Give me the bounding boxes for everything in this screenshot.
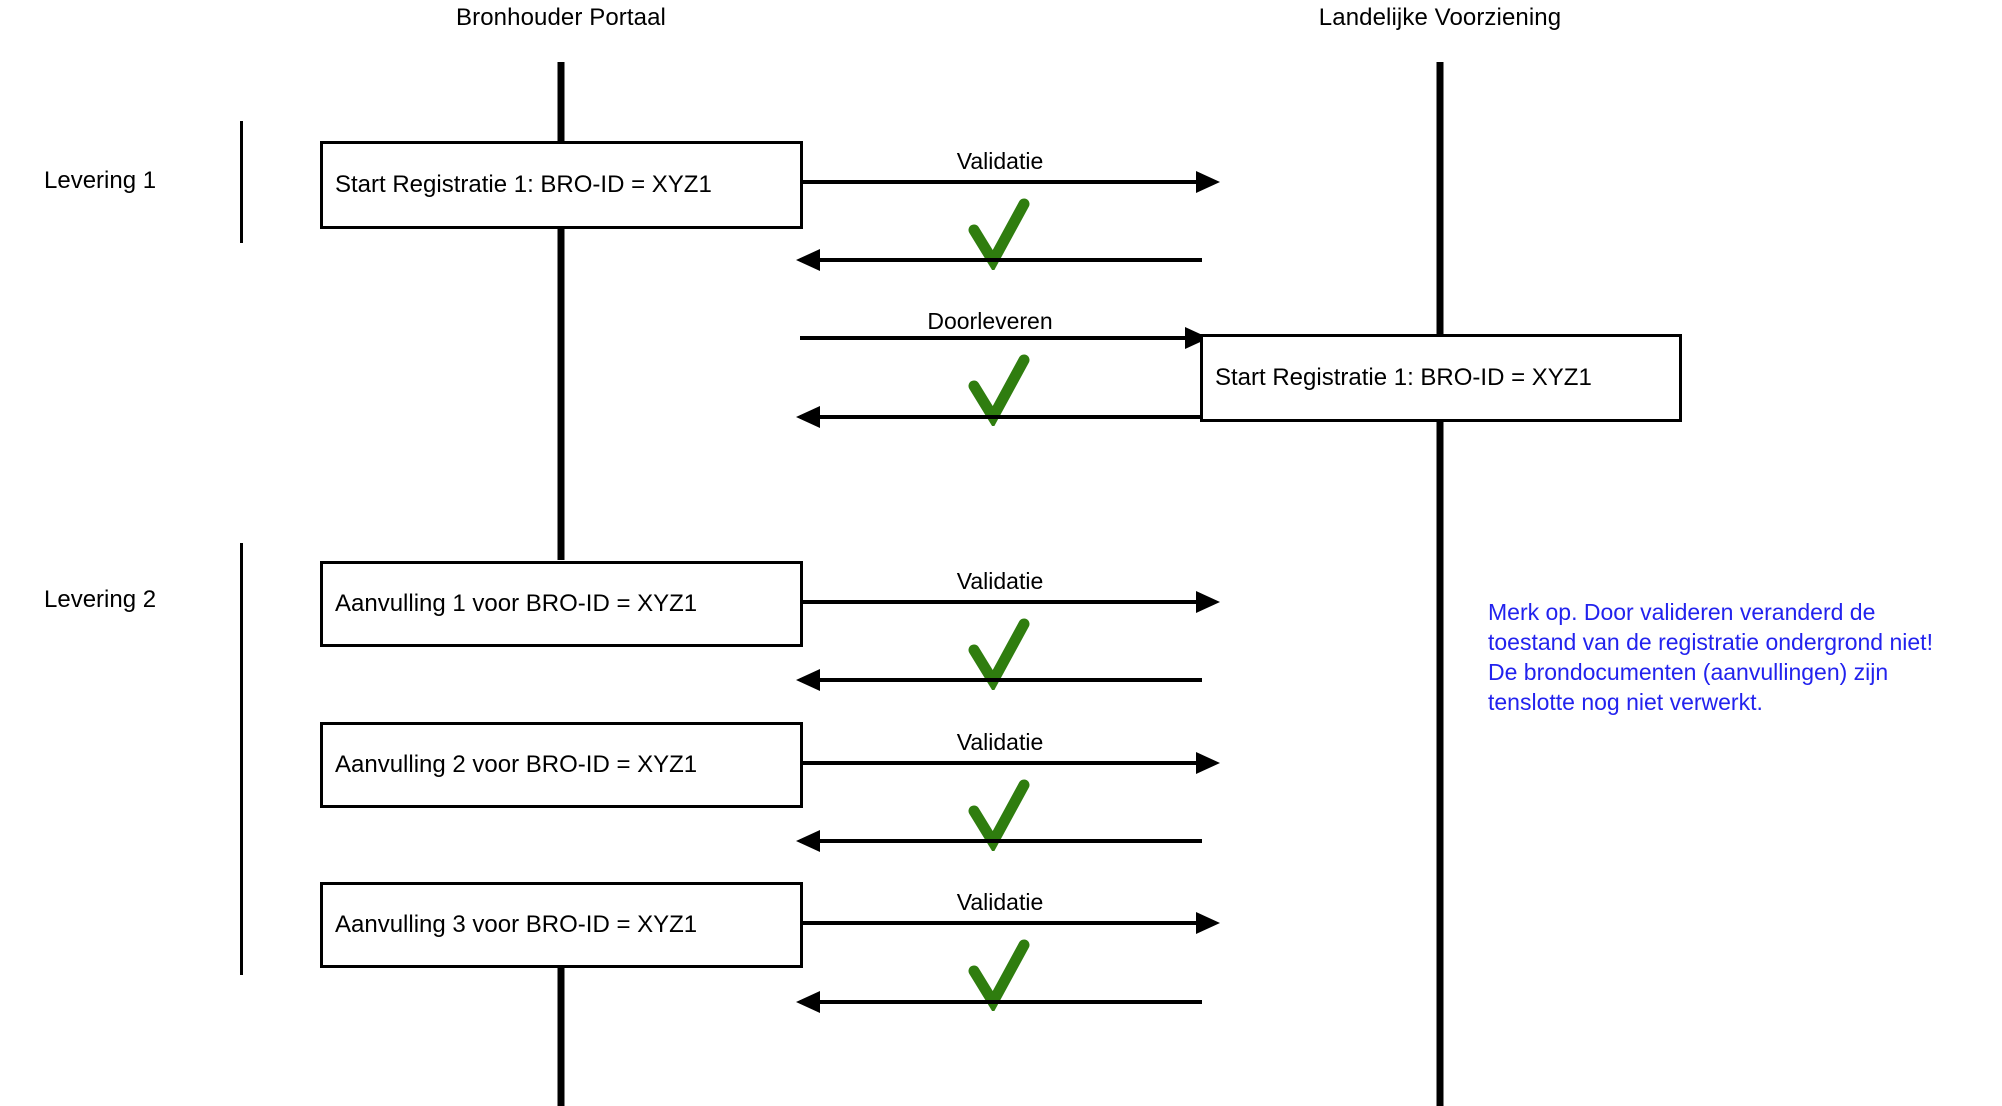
msg-validatie-2-ack-line	[800, 678, 1202, 682]
msg-validatie-4-label: Validatie	[956, 889, 1044, 915]
group-label-levering-1: Levering 1	[44, 167, 157, 194]
box-aanvulling-1[interactable]: Aanvulling 1 voor BRO-ID = XYZ1	[320, 561, 803, 647]
box-aanvulling-1-label: Aanvulling 1 voor BRO-ID = XYZ1	[335, 590, 698, 617]
lifeline-bar-bronhouder-portaal-seg1	[557, 62, 565, 152]
msg-validatie-2-label: Validatie	[956, 568, 1044, 594]
box-start-registratie-lv[interactable]: Start Registratie 1: BRO-ID = XYZ1	[1200, 334, 1682, 422]
msg-validatie-1-line	[803, 180, 1201, 184]
box-start-registratie-lv-label: Start Registratie 1: BRO-ID = XYZ1	[1215, 364, 1592, 391]
box-start-registratie-portaal-label: Start Registratie 1: BRO-ID = XYZ1	[335, 171, 712, 198]
lifeline-bar-bronhouder-portaal-seg4	[557, 942, 565, 1106]
msg-validatie-1-label: Validatie	[956, 148, 1044, 174]
box-start-registratie-portaal[interactable]: Start Registratie 1: BRO-ID = XYZ1	[320, 141, 803, 229]
box-aanvulling-2[interactable]: Aanvulling 2 voor BRO-ID = XYZ1	[320, 722, 803, 808]
msg-doorleveren-label: Doorleveren	[927, 308, 1053, 334]
annotation-note: Merk op. Door valideren veranderd de toe…	[1488, 599, 1933, 715]
msg-validatie-4-line	[803, 921, 1201, 925]
group-bracket-levering-2	[240, 543, 243, 975]
msg-validatie-2-ack-arrowhead-left	[796, 669, 820, 691]
msg-validatie-1-ack-line	[800, 258, 1202, 262]
lifeline-label-landelijke-voorziening: Landelijke Voorziening	[1318, 4, 1562, 31]
msg-doorleveren-line	[800, 336, 1440, 340]
group-bracket-levering-1	[240, 121, 243, 243]
msg-doorleveren-ack-arrowhead-left	[796, 406, 820, 428]
msg-validatie-1-arrowhead-right	[1196, 171, 1220, 193]
msg-validatie-3-label: Validatie	[956, 729, 1044, 755]
lifeline-label-bronhouder-portaal: Bronhouder Portaal	[456, 4, 666, 31]
box-aanvulling-3[interactable]: Aanvulling 3 voor BRO-ID = XYZ1	[320, 882, 803, 968]
box-aanvulling-2-label: Aanvulling 2 voor BRO-ID = XYZ1	[335, 751, 698, 778]
msg-validatie-1-ack-arrowhead-left	[796, 249, 820, 271]
msg-validatie-3-ack-line	[800, 839, 1202, 843]
msg-validatie-2-arrowhead-right	[1196, 591, 1220, 613]
box-aanvulling-3-label: Aanvulling 3 voor BRO-ID = XYZ1	[335, 911, 698, 938]
msg-validatie-4-arrowhead-right	[1196, 912, 1220, 934]
group-label-levering-2: Levering 2	[44, 586, 157, 613]
lifeline-bar-bronhouder-portaal-seg2	[557, 218, 565, 560]
msg-doorleveren-ack-line	[800, 415, 1202, 419]
msg-validatie-2-line	[803, 600, 1201, 604]
lifeline-bar-landelijke-voorziening-seg1	[1436, 62, 1444, 334]
msg-validatie-3-ack-arrowhead-left	[796, 830, 820, 852]
lifeline-bar-landelijke-voorziening-seg2	[1436, 420, 1444, 1106]
msg-validatie-3-arrowhead-right	[1196, 752, 1220, 774]
msg-validatie-4-ack-arrowhead-left	[796, 991, 820, 1013]
msg-validatie-4-ack-line	[800, 1000, 1202, 1004]
msg-validatie-3-line	[803, 761, 1201, 765]
